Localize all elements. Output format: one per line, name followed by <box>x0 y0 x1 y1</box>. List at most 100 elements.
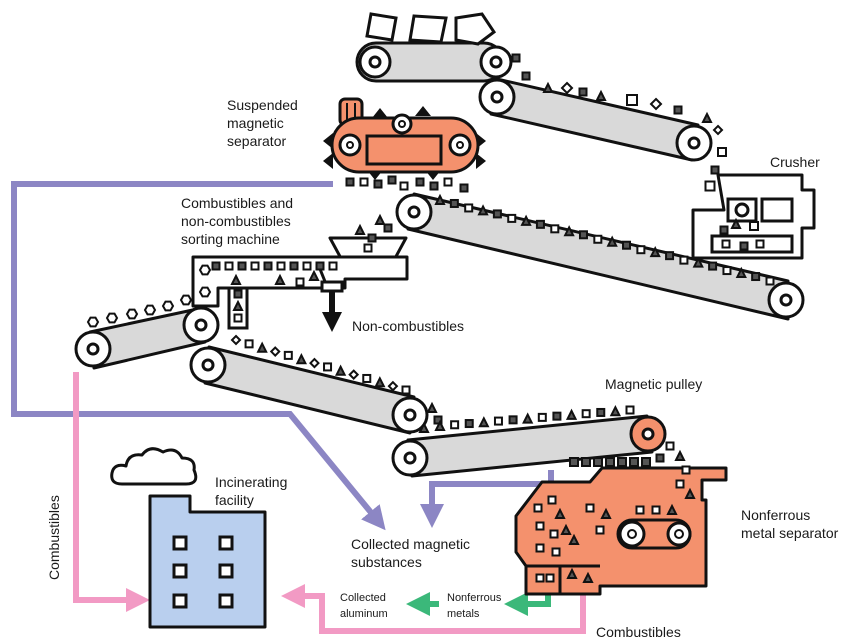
conveyor-2 <box>478 77 713 162</box>
conveyor-4 <box>74 306 220 370</box>
incinerating-facility <box>148 494 267 629</box>
metal-piece <box>535 219 545 229</box>
combustible-piece <box>161 300 175 312</box>
waste-block <box>408 14 448 44</box>
combustible-piece <box>533 503 543 513</box>
metal-piece <box>315 261 325 271</box>
metal-piece <box>433 415 443 425</box>
combustible-piece <box>593 234 603 244</box>
metal-piece <box>345 177 355 187</box>
combustible-piece <box>198 264 212 276</box>
nonferrous-piece <box>434 193 446 205</box>
combustible-piece <box>250 261 260 271</box>
metal-piece <box>449 198 459 208</box>
metal-piece <box>383 223 393 233</box>
combustible-piece <box>675 479 685 489</box>
nonferrous-flow-line <box>406 592 551 616</box>
nonferrous-metal-separator <box>514 466 728 596</box>
nonferrous-piece <box>606 235 618 247</box>
combustible-piece <box>283 350 293 360</box>
metal-piece <box>578 230 588 240</box>
nonferrous-piece <box>274 273 286 285</box>
combustible-piece <box>233 313 243 323</box>
combustible-piece <box>537 412 547 422</box>
combustible-piece <box>348 369 360 381</box>
suspended-separator-label: Suspended magnetic separator <box>227 97 302 149</box>
nonferrous-piece <box>434 419 446 431</box>
combustible-piece <box>464 203 474 213</box>
nonferrous-metals-label: Nonferrous metals <box>447 592 504 620</box>
nonferrous-separator-label: Nonferrous metal separator <box>741 507 839 541</box>
arrow-down-icon <box>322 292 342 332</box>
combustible-piece <box>125 308 139 320</box>
combustible-piece <box>626 94 638 106</box>
magnetic-pulley <box>629 415 667 453</box>
nonferrous-piece <box>295 352 308 365</box>
combustible-piece <box>295 277 305 287</box>
nonferrous-piece <box>692 256 704 268</box>
metal-piece <box>492 209 502 219</box>
metal-piece <box>429 181 439 191</box>
metal-piece <box>739 241 749 251</box>
combustible-piece <box>581 409 591 419</box>
metal-piece <box>751 272 761 282</box>
metal-piece <box>710 165 720 175</box>
nonferrous-piece <box>565 408 578 420</box>
metal-piece <box>511 53 521 63</box>
combustible-piece <box>651 505 661 515</box>
metal-piece <box>641 457 651 467</box>
combustible-piece <box>224 261 234 271</box>
combustible-piece <box>545 573 555 583</box>
combustible-piece <box>717 147 727 157</box>
combustible-piece <box>244 339 254 349</box>
metal-piece <box>605 457 615 467</box>
metal-piece <box>629 457 639 467</box>
combustible-piece <box>625 405 635 415</box>
cloud-icon <box>110 447 198 486</box>
combustible-piece <box>493 416 503 426</box>
collected-magnetic-label: Collected magnetic substances <box>351 536 474 570</box>
combustible-piece <box>595 525 605 535</box>
nonferrous-piece <box>609 404 622 417</box>
combustible-piece <box>105 312 119 324</box>
metal-piece <box>464 419 474 429</box>
combustible-piece <box>362 373 372 383</box>
crusher <box>691 173 816 260</box>
magnetic-pulley-label: Magnetic pulley <box>605 376 702 392</box>
combustible-piece <box>302 261 312 271</box>
combustible-piece <box>179 294 193 306</box>
metal-piece <box>581 457 591 467</box>
sorting-machine-label: Combustibles and non-combustibles sortin… <box>181 195 297 247</box>
metal-piece <box>373 179 383 189</box>
combustible-piece <box>704 180 716 192</box>
conveyor-1 <box>355 41 513 83</box>
combustible-piece <box>560 81 574 95</box>
metal-piece <box>578 87 588 97</box>
metal-piece <box>415 177 425 187</box>
metal-piece <box>387 175 397 185</box>
combustible-piece <box>363 243 373 253</box>
nonferrous-piece <box>649 245 661 258</box>
nonferrous-piece <box>478 416 490 428</box>
nonferrous-piece <box>477 204 489 216</box>
combustibles-flow-line <box>73 372 586 634</box>
combustible-piece <box>198 286 212 298</box>
nonferrous-piece <box>674 449 686 461</box>
nonferrous-piece <box>308 269 320 281</box>
material-pieces <box>86 12 775 583</box>
metal-piece <box>521 71 531 81</box>
combustible-piece <box>328 261 338 271</box>
combustible-piece <box>681 465 691 475</box>
nonferrous-piece <box>522 412 534 424</box>
metal-piece <box>237 261 247 271</box>
conveyor-5 <box>189 345 429 435</box>
nonferrous-piece <box>595 89 607 101</box>
combustible-piece <box>309 357 320 369</box>
metal-piece <box>211 261 221 271</box>
metal-piece <box>459 183 469 193</box>
metal-piece <box>596 407 606 417</box>
metal-piece <box>673 105 683 115</box>
nonferrous-piece <box>256 341 268 353</box>
nonferrous-piece <box>600 507 612 519</box>
